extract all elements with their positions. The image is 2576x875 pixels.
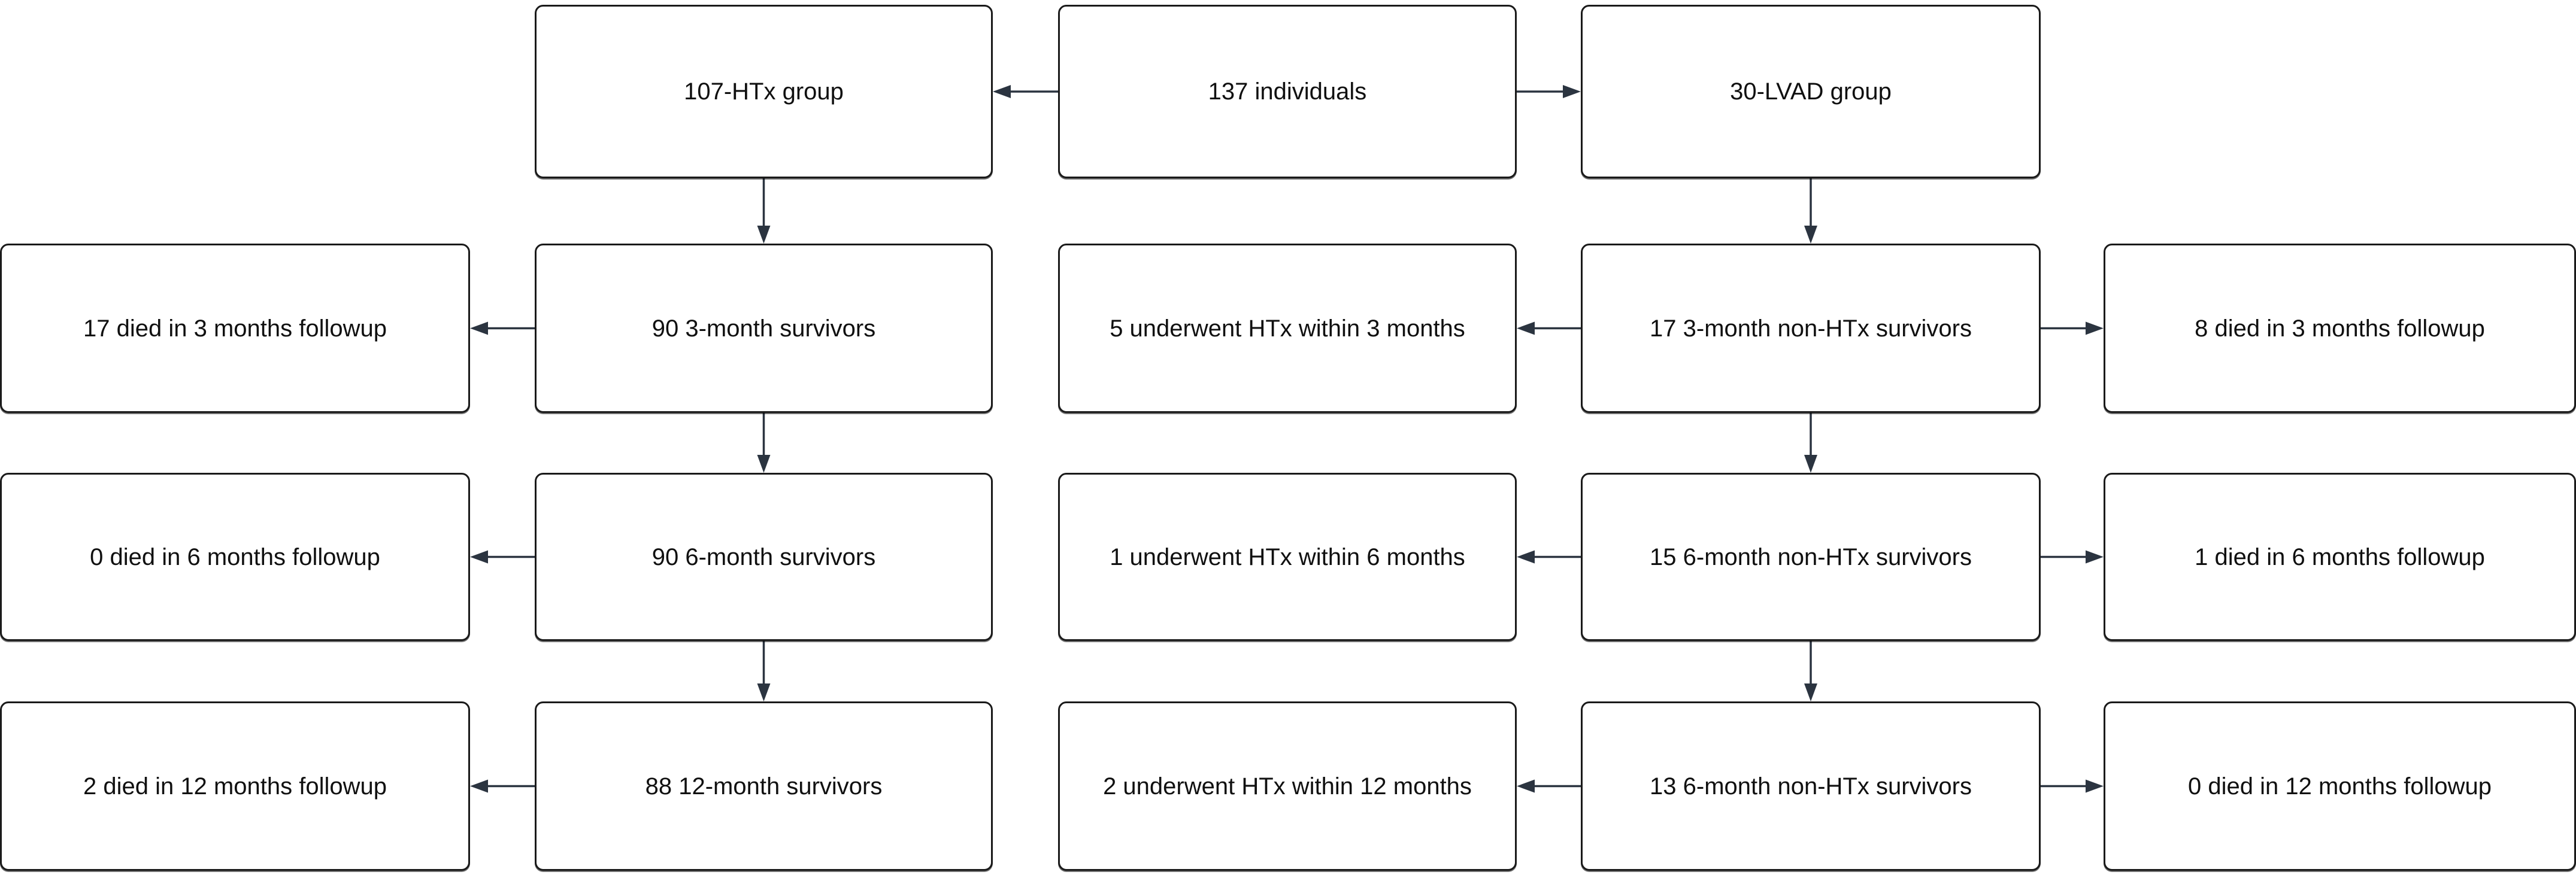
flow-node-died-3m-lvad: 8 died in 3 months followup: [2104, 244, 2576, 413]
edge-total-to-htx_group-arrowhead-icon: [993, 85, 1011, 98]
flow-node-htx-within-3m: 5 underwent HTx within 3 months: [1058, 244, 1517, 413]
edge-lvad_group-to-surv_3m_lvad-arrowhead-icon: [1804, 226, 1817, 244]
flow-node-died-12m-htx: 2 died in 12 months followup: [0, 701, 470, 871]
flow-node-surv-3m-htx: 90 3-month survivors: [535, 244, 993, 413]
flow-node-surv-12m-lvad: 13 6-month non-HTx survivors: [1581, 701, 2041, 871]
flow-node-died-12m-lvad: 0 died in 12 months followup: [2104, 701, 2576, 871]
flow-node-htx-group: 107-HTx group: [535, 5, 993, 178]
edge-surv_3m_htx-to-died_3m_htx-arrowhead-icon: [470, 321, 488, 335]
flow-node-lvad-group: 30-LVAD group: [1581, 5, 2041, 178]
flow-node-died-3m-htx: 17 died in 3 months followup: [0, 244, 470, 413]
flow-node-surv-3m-lvad: 17 3-month non-HTx survivors: [1581, 244, 2041, 413]
flow-node-htx-within-6m: 1 underwent HTx within 6 months: [1058, 473, 1517, 641]
flow-node-surv-6m-lvad: 15 6-month non-HTx survivors: [1581, 473, 2041, 641]
edge-surv_3m_lvad-to-surv_6m_lvad-arrowhead-icon: [1804, 455, 1817, 473]
edge-surv_3m_lvad-to-htx_within_3m-arrowhead-icon: [1517, 321, 1535, 335]
edge-surv_6m_lvad-to-died_6m_lvad-arrowhead-icon: [2086, 550, 2104, 564]
edge-surv_6m_htx-to-died_6m_htx-arrowhead-icon: [470, 550, 488, 564]
flow-node-surv-12m-htx: 88 12-month survivors: [535, 701, 993, 871]
edge-surv_12m_lvad-to-died_12m_lvad-arrowhead-icon: [2086, 779, 2104, 793]
edge-surv_6m_htx-to-surv_12m_htx-arrowhead-icon: [757, 683, 771, 701]
edge-htx_group-to-surv_3m_htx-arrowhead-icon: [757, 226, 771, 244]
edge-surv_12m_lvad-to-htx_within_12m-arrowhead-icon: [1517, 779, 1535, 793]
flow-node-surv-6m-htx: 90 6-month survivors: [535, 473, 993, 641]
edge-surv_3m_htx-to-surv_6m_htx-arrowhead-icon: [757, 455, 771, 473]
edge-surv_3m_lvad-to-died_3m_lvad-arrowhead-icon: [2086, 321, 2104, 335]
flow-node-died-6m-htx: 0 died in 6 months followup: [0, 473, 470, 641]
flow-node-died-6m-lvad: 1 died in 6 months followup: [2104, 473, 2576, 641]
edge-surv_6m_lvad-to-surv_12m_lvad-arrowhead-icon: [1804, 683, 1817, 701]
edge-surv_6m_lvad-to-htx_within_6m-arrowhead-icon: [1517, 550, 1535, 564]
flow-node-htx-within-12m: 2 underwent HTx within 12 months: [1058, 701, 1517, 871]
flow-node-total: 137 individuals: [1058, 5, 1517, 178]
edge-surv_12m_htx-to-died_12m_htx-arrowhead-icon: [470, 779, 488, 793]
edge-total-to-lvad_group-arrowhead-icon: [1563, 85, 1581, 98]
